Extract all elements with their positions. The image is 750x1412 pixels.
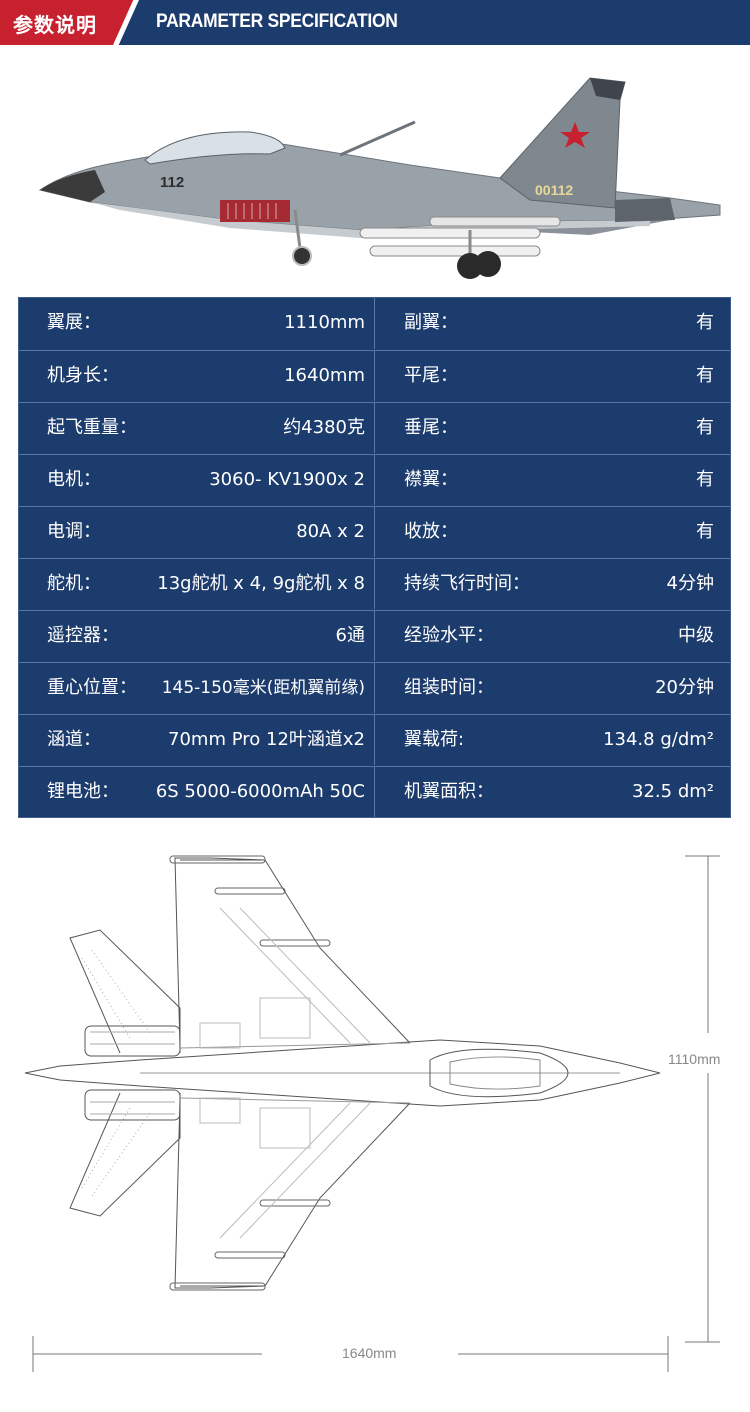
column-divider	[374, 403, 375, 453]
spec-key: 翼展：	[47, 312, 101, 333]
spec-key: 经验水平：	[404, 625, 494, 646]
column-divider	[374, 298, 375, 349]
spec-value: 134.8 g/dm²	[603, 729, 714, 750]
spec-value: 3060- KV1900x 2	[209, 469, 365, 490]
spec-key: 收放：	[404, 521, 458, 542]
spec-key: 重心位置：	[47, 677, 137, 698]
header-banner: 参数说明 PARAMETER SPECIFICATION	[0, 0, 750, 45]
spec-row: 机身长： 1640mm 平尾： 有	[19, 350, 730, 401]
spec-row: 电机： 3060- KV1900x 2 襟翼： 有	[19, 454, 730, 505]
spec-key: 襟翼：	[404, 469, 458, 490]
spec-row: 翼展： 1110mm 副翼： 有	[19, 298, 730, 349]
column-divider	[374, 767, 375, 817]
spec-table: 翼展： 1110mm 副翼： 有 机身长： 1640mm 平尾： 有 起飞重量：…	[18, 297, 731, 818]
spec-row: 遥控器： 6通 经验水平： 中级	[19, 610, 730, 661]
column-divider	[374, 351, 375, 401]
spec-value: 4分钟	[666, 573, 714, 594]
spec-value: 70mm Pro 12叶涵道x2	[168, 729, 365, 750]
spec-value: 有	[696, 365, 714, 386]
spec-value: 6通	[335, 625, 365, 646]
spec-key: 电调：	[47, 521, 101, 542]
tail-number: 00112	[535, 182, 573, 198]
spec-value: 145-150毫米(距机翼前缘)	[161, 678, 365, 698]
spec-value: 有	[696, 521, 714, 542]
spec-value: 约4380克	[283, 417, 365, 438]
column-divider	[374, 611, 375, 661]
spec-value: 1110mm	[284, 312, 365, 333]
column-divider	[374, 715, 375, 765]
spec-value: 6S 5000-6000mAh 50C	[155, 781, 365, 802]
spec-key: 副翼：	[404, 312, 458, 333]
length-dimension-line	[32, 1336, 669, 1372]
spec-value: 13g舵机 x 4, 9g舵机 x 8	[157, 573, 365, 594]
header-title-zh: 参数说明	[13, 13, 97, 37]
spec-value: 中级	[678, 625, 714, 646]
spec-key: 机翼面积：	[404, 781, 494, 802]
spec-key: 组装时间：	[404, 677, 494, 698]
header-red-tag: 参数说明	[0, 0, 138, 45]
spec-value: 1640mm	[284, 365, 365, 386]
spec-value: 20分钟	[655, 677, 714, 698]
aircraft-top-view-drawing	[24, 855, 720, 1343]
spec-key: 持续飞行时间：	[404, 573, 530, 594]
spec-row: 电调： 80A x 2 收放： 有	[19, 506, 730, 557]
spec-value: 80A x 2	[296, 521, 365, 542]
aircraft-photo: 00112 112	[38, 77, 721, 279]
nose-number: 112	[160, 174, 184, 191]
spec-key: 涵道：	[47, 729, 101, 750]
span-dimension-label: 1110mm	[668, 1049, 721, 1069]
spec-key: 平尾：	[404, 365, 458, 386]
spec-row: 起飞重量： 约4380克 垂尾： 有	[19, 402, 730, 453]
spec-key: 遥控器：	[47, 625, 119, 646]
spec-row: 重心位置： 145-150毫米(距机翼前缘) 组装时间： 20分钟	[19, 662, 730, 713]
spec-key: 锂电池：	[47, 781, 119, 802]
spec-value: 有	[696, 312, 714, 333]
column-divider	[374, 455, 375, 505]
spec-key: 起飞重量：	[47, 417, 137, 438]
spec-value: 有	[696, 469, 714, 490]
column-divider	[374, 507, 375, 557]
column-divider	[374, 663, 375, 713]
spec-value: 有	[696, 417, 714, 438]
spec-row: 锂电池： 6S 5000-6000mAh 50C 机翼面积： 32.5 dm²	[19, 766, 730, 817]
spec-row: 舵机： 13g舵机 x 4, 9g舵机 x 8 持续飞行时间： 4分钟	[19, 558, 730, 609]
header-title-en: PARAMETER SPECIFICATION	[156, 11, 398, 32]
spec-key: 电机：	[47, 469, 101, 490]
column-divider	[374, 559, 375, 609]
spec-key: 垂尾：	[404, 417, 458, 438]
length-dimension-label: 1640mm	[336, 1345, 403, 1361]
spec-key: 机身长：	[47, 365, 119, 386]
spec-row: 涵道： 70mm Pro 12叶涵道x2 翼载荷: 134.8 g/dm²	[19, 714, 730, 765]
spec-key: 舵机：	[47, 573, 101, 594]
spec-value: 32.5 dm²	[632, 781, 714, 802]
spec-key: 翼载荷:	[404, 729, 465, 750]
